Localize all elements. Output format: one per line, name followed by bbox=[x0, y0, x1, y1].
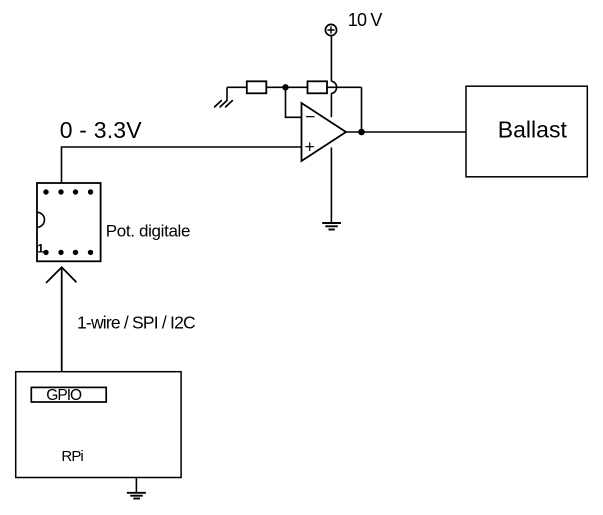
supply-voltage-label: 10 V bbox=[348, 10, 383, 30]
bus-label: 1-wire / SPI / I2C bbox=[77, 312, 195, 332]
gpio-label: GPIO bbox=[46, 387, 82, 404]
chip-pin1-label: 1 bbox=[37, 242, 44, 256]
gpio-box bbox=[30, 386, 108, 403]
opamp-symbol bbox=[300, 101, 348, 163]
chip-body bbox=[36, 182, 102, 263]
chip-notch-icon bbox=[36, 211, 46, 229]
resistor-1 bbox=[245, 80, 268, 95]
wire-inverting-input bbox=[284, 87, 301, 119]
rpi-label: RPi bbox=[61, 448, 83, 465]
junction-dot-feedback-node bbox=[282, 84, 289, 91]
chip-pins bbox=[43, 189, 94, 256]
opamp-noninverting-label: + bbox=[305, 136, 315, 156]
bus-arrowhead-icon bbox=[45, 266, 78, 284]
ballast-box bbox=[465, 85, 589, 178]
supply-circle bbox=[324, 23, 338, 37]
ballast-label: Ballast bbox=[498, 117, 568, 143]
rpi-block: GPIO RPi bbox=[14, 370, 182, 479]
earth-ground-opamp-icon bbox=[322, 222, 341, 231]
dc-supply-symbol bbox=[324, 23, 338, 37]
earth-ground-rpi-icon bbox=[126, 491, 146, 500]
supply-plus-icon bbox=[327, 26, 335, 34]
bus-arrow bbox=[45, 266, 78, 372]
digital-pot-label: Pot. digitale bbox=[106, 222, 190, 241]
signal-ground-icon bbox=[213, 99, 234, 108]
digital-pot-chip: 1 bbox=[36, 182, 102, 263]
opamp-inverting-label: − bbox=[305, 107, 315, 127]
resistor-2 bbox=[306, 80, 328, 95]
wire-signal bbox=[60, 146, 301, 183]
signal-range-label: 0 - 3.3V bbox=[60, 117, 143, 143]
junction-dot-output-node bbox=[358, 128, 365, 136]
